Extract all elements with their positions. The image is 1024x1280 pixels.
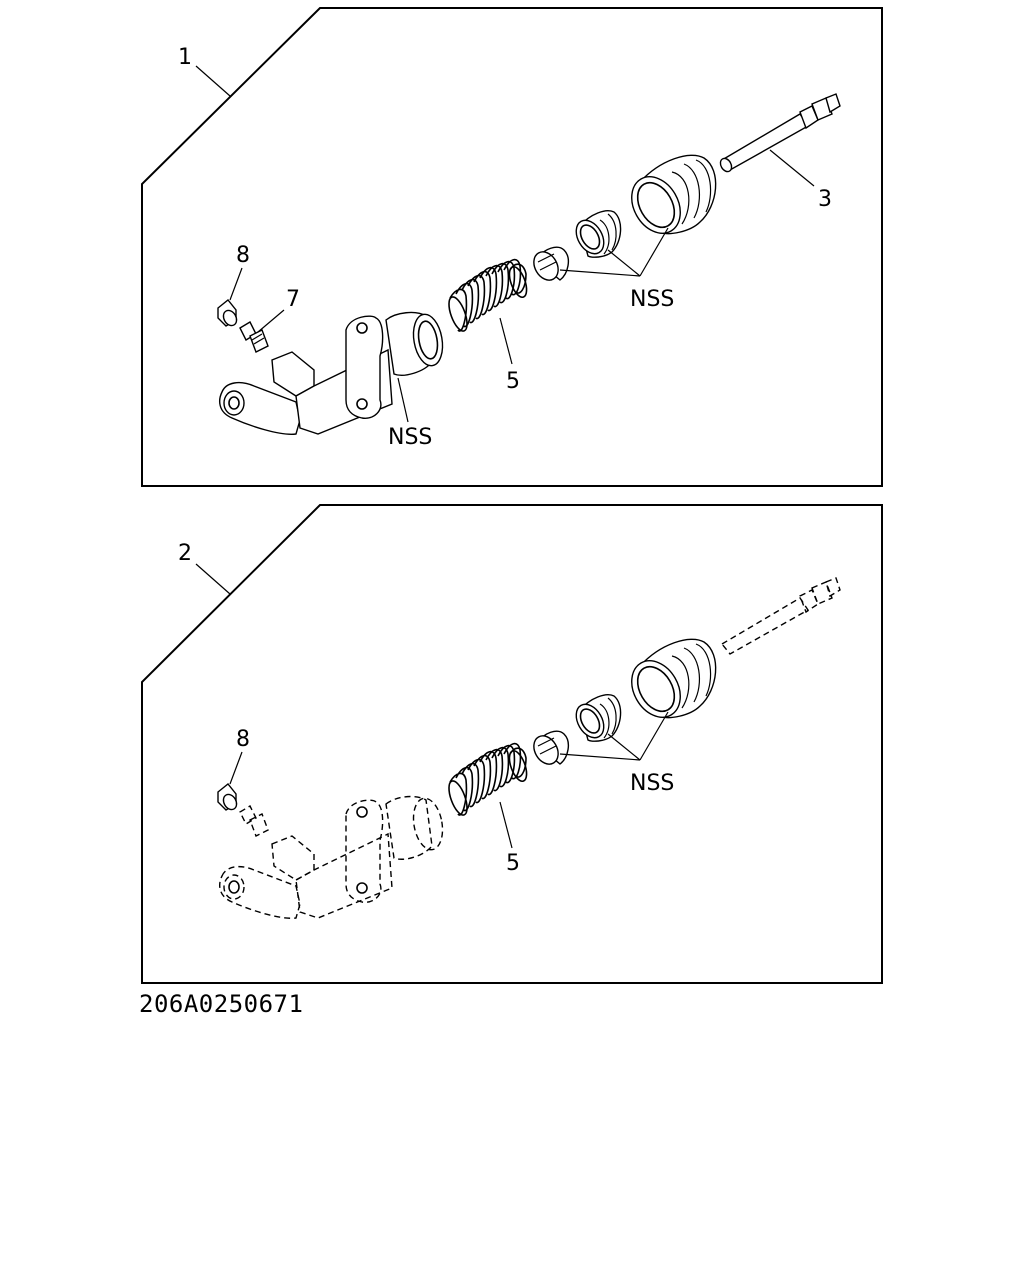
leader-8-lower xyxy=(229,751,243,785)
callout-5-upper: 5 xyxy=(506,369,520,394)
callout-2: 2 xyxy=(178,541,192,566)
leader-5-lower xyxy=(499,801,513,849)
boot xyxy=(631,638,717,719)
leader-nss-piston-lower xyxy=(559,753,641,761)
callout-nss-body: NSS xyxy=(388,425,432,450)
piston xyxy=(533,246,570,281)
leader-5-upper xyxy=(499,317,513,365)
leader-8-upper xyxy=(229,267,243,301)
upper-panel-frame xyxy=(141,7,883,487)
piston-cup xyxy=(575,210,622,258)
leader-nss-cup xyxy=(607,249,641,277)
piston-cup xyxy=(575,694,622,742)
bleeder-cap xyxy=(217,783,238,811)
drawing-number: 206A0250671 xyxy=(139,990,304,1018)
leader-nss-body xyxy=(397,377,409,423)
leader-nss-boot xyxy=(639,227,669,277)
callout-8-lower: 8 xyxy=(236,727,250,752)
pushrod xyxy=(719,93,841,173)
callout-5-lower: 5 xyxy=(506,851,520,876)
boot xyxy=(631,154,717,235)
callout-8-upper: 8 xyxy=(236,243,250,268)
callout-1: 1 xyxy=(178,45,192,70)
bleeder-screw-phantom xyxy=(239,805,269,837)
callout-nss-upper: NSS xyxy=(630,287,674,312)
spring xyxy=(448,742,528,816)
callout-3: 3 xyxy=(818,187,832,212)
callout-7: 7 xyxy=(286,287,300,312)
upper-panel: 1 3 xyxy=(141,7,883,487)
leader-3 xyxy=(769,149,815,187)
leader-nss-piston xyxy=(559,269,641,277)
leader-7 xyxy=(257,309,285,333)
bleeder-cap xyxy=(217,299,238,327)
piston xyxy=(533,730,570,765)
leader-nss-boot-lower xyxy=(639,711,669,761)
leader-2 xyxy=(195,563,231,595)
leader-nss-cup-lower xyxy=(607,733,641,761)
callout-nss-lower: NSS xyxy=(630,771,674,796)
pushrod-phantom xyxy=(720,577,841,655)
bleeder-screw xyxy=(239,321,269,353)
leader-1 xyxy=(195,65,231,97)
cylinder-body xyxy=(219,311,444,435)
lower-panel-frame xyxy=(141,504,883,984)
lower-panel: 2 xyxy=(141,504,883,984)
spring xyxy=(448,258,528,332)
cylinder-body-phantom xyxy=(219,795,444,919)
